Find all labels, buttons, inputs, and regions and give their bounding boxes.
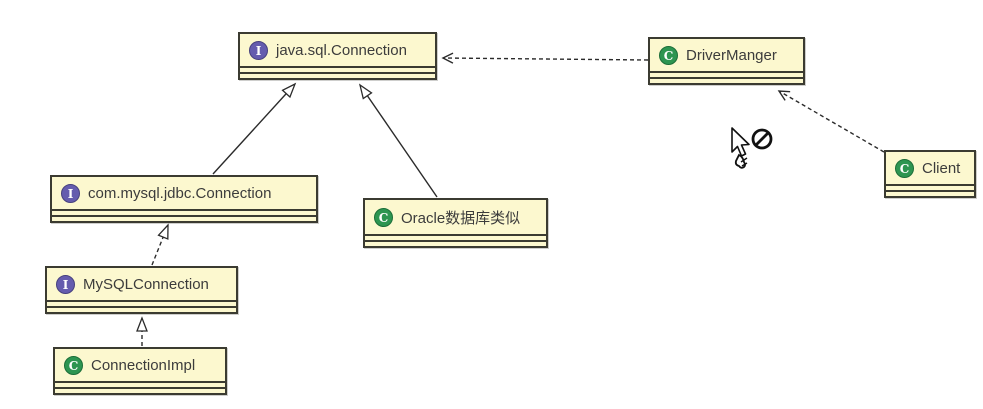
methods-compartment (650, 77, 803, 83)
class-box-com-mysql-jdbc-connection[interactable]: I com.mysql.jdbc.Connection (50, 175, 318, 223)
fields-compartment (240, 66, 435, 72)
class-icon: C (895, 159, 914, 178)
class-title: C ConnectionImpl (55, 349, 225, 381)
class-name-label: Client (922, 160, 961, 177)
class-box-client[interactable]: C Client (884, 150, 976, 198)
methods-compartment (886, 190, 974, 196)
fields-compartment (886, 184, 974, 190)
class-icon: C (659, 46, 678, 65)
methods-compartment (55, 387, 225, 393)
class-title: C DriverManger (650, 39, 803, 71)
class-name-label: ConnectionImpl (91, 357, 196, 374)
fields-compartment (47, 300, 236, 306)
class-box-java-sql-connection[interactable]: I java.sql.Connection (238, 32, 437, 80)
class-title: C Client (886, 152, 974, 184)
class-name-label: com.mysql.jdbc.Connection (88, 185, 272, 202)
edge-oracle-to-javasqlconnection[interactable] (358, 83, 438, 198)
class-box-mysqlconnection[interactable]: I MySQLConnection (45, 266, 238, 314)
edge-client-to-drivermanger[interactable] (777, 90, 885, 153)
fields-compartment (650, 71, 803, 77)
methods-compartment (47, 306, 236, 312)
class-title: I com.mysql.jdbc.Connection (52, 177, 316, 209)
mouse-cursor-icon (731, 127, 750, 169)
class-title: I MySQLConnection (47, 268, 236, 300)
methods-compartment (365, 240, 546, 246)
fields-compartment (55, 381, 225, 387)
methods-compartment (240, 72, 435, 78)
class-box-drivermanger[interactable]: C DriverManger (648, 37, 805, 85)
class-title: I java.sql.Connection (240, 34, 435, 66)
edge-mysqlconnection-to-commysql[interactable] (151, 223, 169, 266)
class-title: C Oracle数据库类似 (365, 200, 546, 234)
interface-icon: I (61, 184, 80, 203)
methods-compartment (52, 215, 316, 221)
class-name-label: java.sql.Connection (276, 42, 407, 59)
class-name-label: DriverManger (686, 47, 777, 64)
class-box-oracle-similar[interactable]: C Oracle数据库类似 (363, 198, 548, 248)
fields-compartment (52, 209, 316, 215)
class-name-label: MySQLConnection (83, 276, 209, 293)
class-box-connectionimpl[interactable]: C ConnectionImpl (53, 347, 227, 395)
class-icon: C (374, 208, 393, 227)
class-icon: C (64, 356, 83, 375)
interface-icon: I (249, 41, 268, 60)
class-name-label: Oracle数据库类似 (401, 210, 521, 227)
not-allowed-icon (751, 128, 773, 150)
fields-compartment (365, 234, 546, 240)
interface-icon: I (56, 275, 75, 294)
edge-drivermanger-to-javasqlconnection[interactable] (441, 52, 649, 64)
edge-commysql-to-javasqlconnection[interactable] (212, 82, 297, 175)
